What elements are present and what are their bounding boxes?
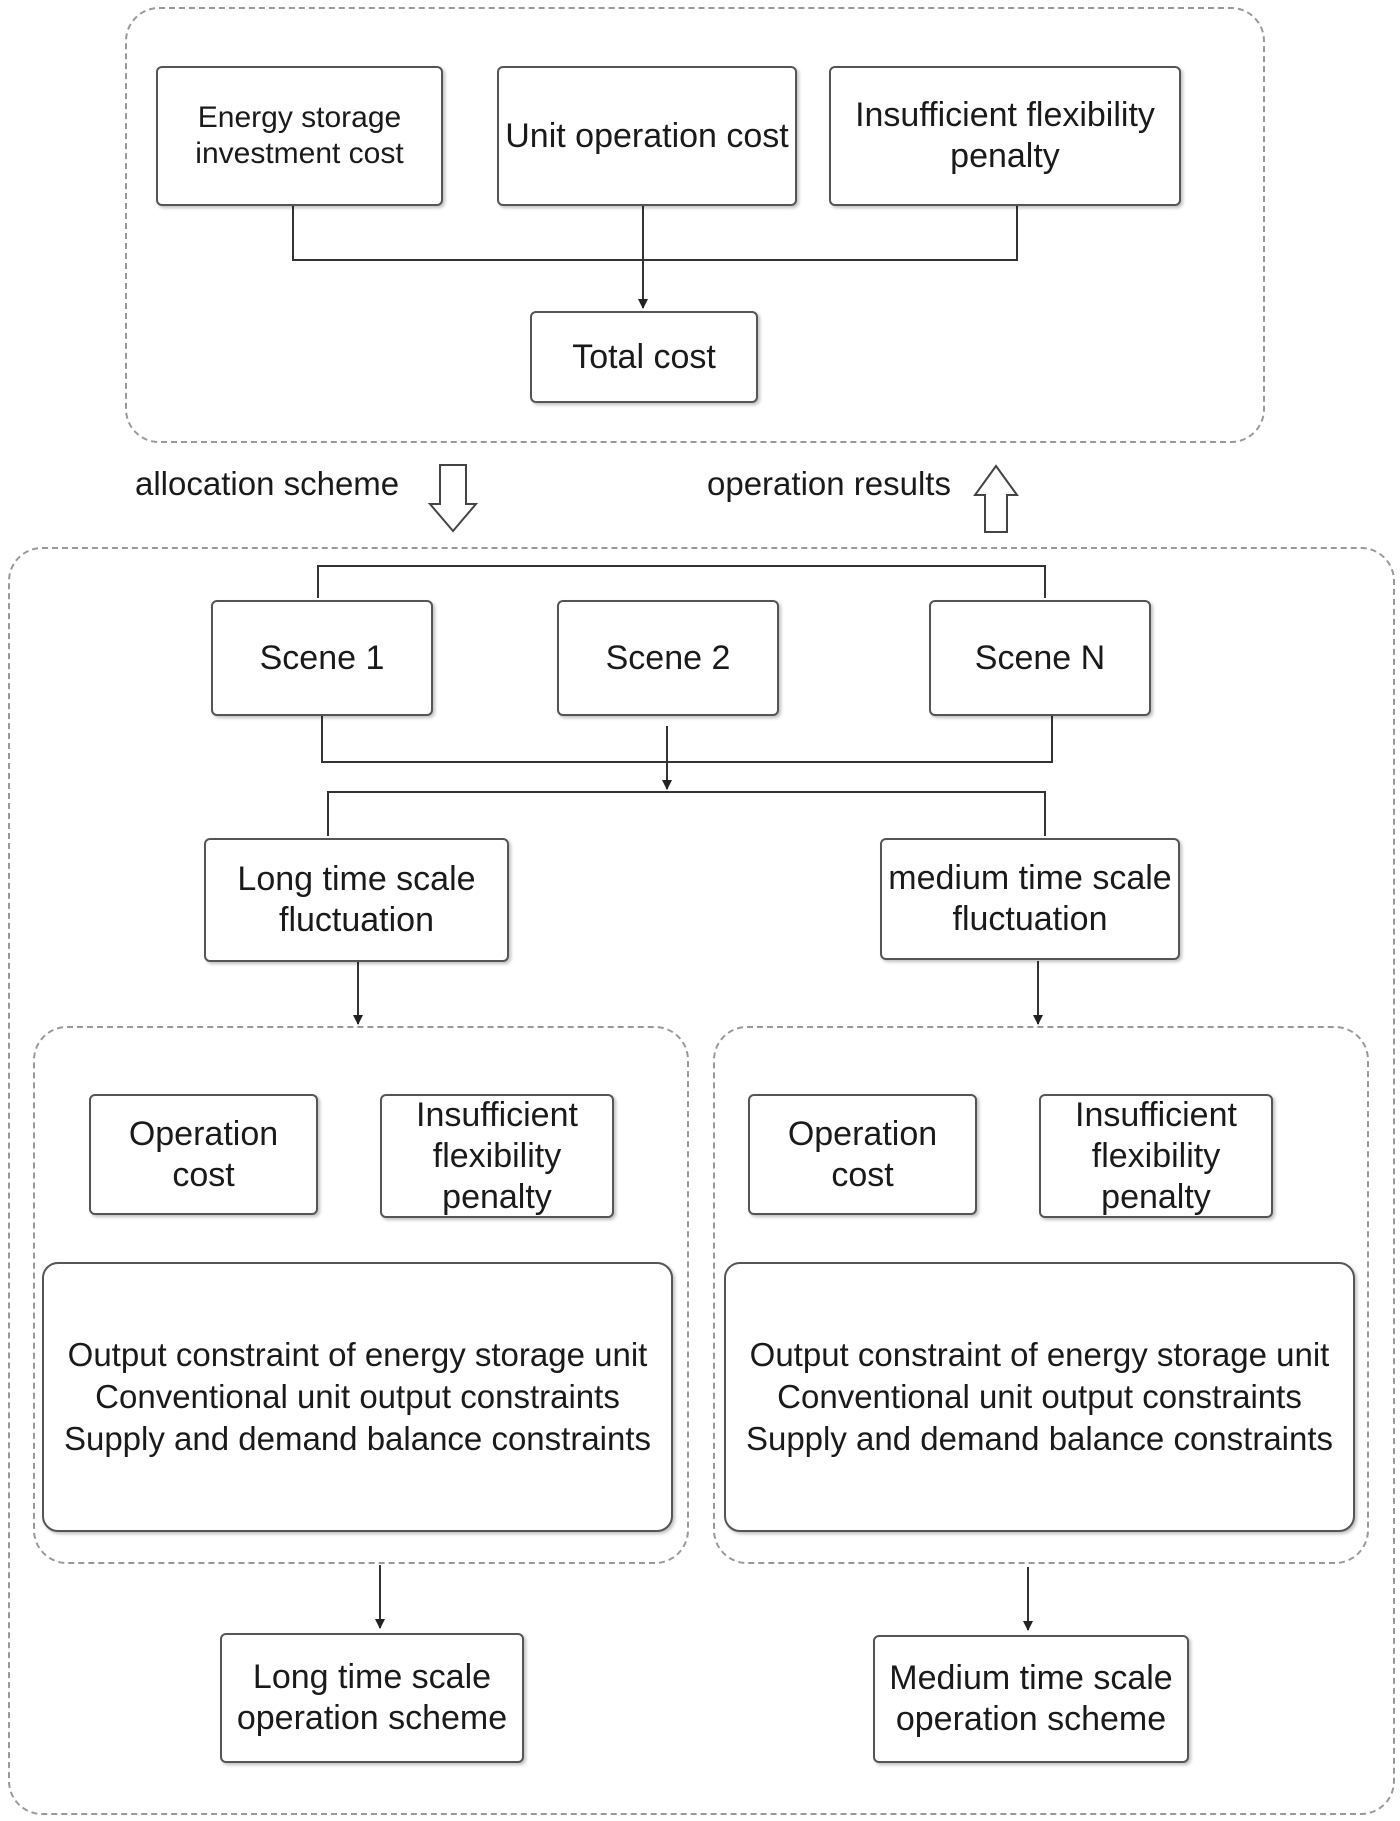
total-cost-box: Total cost	[530, 311, 758, 403]
long-fluctuation-box: Long time scale fluctuation	[204, 838, 509, 962]
left-constraint-storage: Output constraint of energy storage unit	[67, 1336, 648, 1373]
scene-n-box: Scene N	[929, 600, 1151, 716]
scenario-container	[8, 547, 1395, 1815]
cost-container	[125, 7, 1265, 443]
medium-model-container	[713, 1026, 1369, 1564]
right-penalty-box: Insufficient flexibility penalty	[1039, 1094, 1273, 1218]
unit-operation-cost-box: Unit operation cost	[497, 66, 797, 206]
scene-1-box: Scene 1	[211, 600, 433, 716]
long-scheme-box: Long time scale operation scheme	[220, 1633, 524, 1763]
right-constraints-box: Output constraint of energy storage unit…	[724, 1262, 1355, 1532]
scene-2-box: Scene 2	[557, 600, 779, 716]
right-constraint-storage: Output constraint of energy storage unit	[749, 1336, 1330, 1373]
left-constraint-conventional: Conventional unit output constraints	[95, 1378, 620, 1415]
right-constraint-conventional: Conventional unit output constraints	[777, 1378, 1302, 1415]
medium-scheme-box: Medium time scale operation scheme	[873, 1635, 1189, 1763]
operation-results-label: operation results	[707, 465, 951, 502]
right-operation-cost-box: Operation cost	[748, 1094, 977, 1215]
long-model-container	[33, 1026, 689, 1564]
left-constraints-box: Output constraint of energy storage unit…	[42, 1262, 673, 1532]
left-constraint-balance: Supply and demand balance constraints	[63, 1420, 652, 1457]
right-constraint-balance: Supply and demand balance constraints	[745, 1420, 1334, 1457]
energy-storage-investment-cost-box: Energy storage investment cost	[156, 66, 443, 206]
insufficient-flexibility-penalty-box: Insufficient flexibility penalty	[829, 66, 1181, 206]
left-operation-cost-box: Operation cost	[89, 1094, 318, 1215]
left-penalty-box: Insufficient flexibility penalty	[380, 1094, 614, 1218]
medium-fluctuation-box: medium time scale fluctuation	[880, 838, 1180, 960]
allocation-scheme-label: allocation scheme	[135, 465, 400, 502]
